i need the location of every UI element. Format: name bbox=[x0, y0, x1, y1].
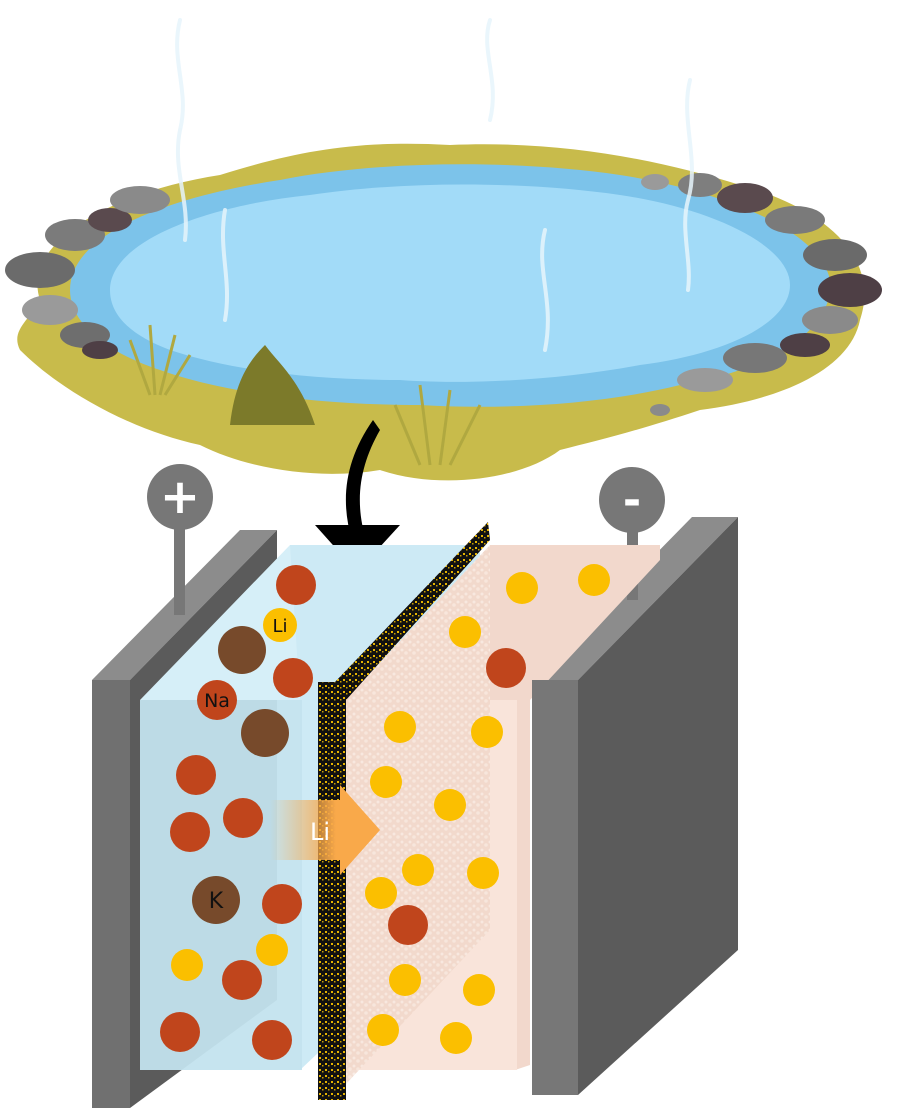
lithium-ion bbox=[463, 974, 495, 1006]
pond-rocks bbox=[5, 173, 882, 416]
potassium-ion bbox=[241, 709, 289, 757]
pond-plants bbox=[128, 324, 482, 466]
lithium-label: Li bbox=[272, 616, 287, 637]
sodium-ion bbox=[273, 658, 313, 698]
membrane bbox=[318, 522, 490, 1100]
sodium-ion bbox=[388, 905, 428, 945]
lithium-ion bbox=[370, 766, 402, 798]
lithium-ion bbox=[367, 1014, 399, 1046]
lithium-ion bbox=[389, 964, 421, 996]
lithium-ion bbox=[471, 716, 503, 748]
lithium-ion bbox=[440, 1022, 472, 1054]
potassium-ion bbox=[218, 626, 266, 674]
sodium-ion bbox=[223, 798, 263, 838]
lithium-ion bbox=[256, 934, 288, 966]
lithium-ion bbox=[365, 877, 397, 909]
steam-wisps bbox=[175, 18, 694, 352]
lithium-ion bbox=[434, 789, 466, 821]
sodium-ions bbox=[160, 565, 526, 1060]
sodium-ion bbox=[262, 884, 302, 924]
lithium-ion bbox=[384, 711, 416, 743]
lithium-transport-arrow: Li bbox=[270, 785, 380, 875]
lithium-ion bbox=[402, 854, 434, 886]
potassium-ions bbox=[192, 626, 289, 924]
negative-terminal-label: - bbox=[623, 475, 641, 526]
lithium-ion bbox=[506, 572, 538, 604]
hot-spring-pond bbox=[5, 18, 882, 481]
lithium-ion bbox=[578, 564, 610, 596]
sodium-ion bbox=[170, 812, 210, 852]
lithium-ion-labeled bbox=[263, 608, 297, 642]
potassium-label: K bbox=[209, 889, 224, 914]
positive-terminal-label: + bbox=[160, 469, 200, 525]
sodium-ion bbox=[160, 1012, 200, 1052]
positive-terminal: + bbox=[147, 464, 213, 615]
sodium-ion bbox=[252, 1020, 292, 1060]
sodium-ion bbox=[486, 648, 526, 688]
sodium-ion bbox=[176, 755, 216, 795]
lithium-transport-label: Li bbox=[310, 818, 330, 846]
sodium-ion bbox=[276, 565, 316, 605]
lithium-ion bbox=[449, 616, 481, 648]
sodium-ion-labeled bbox=[197, 680, 237, 720]
lithium-ion bbox=[467, 857, 499, 889]
sodium-ion bbox=[222, 960, 262, 1000]
negative-electrode-front bbox=[532, 680, 578, 1095]
sodium-label: Na bbox=[204, 690, 230, 712]
pond-water-inner bbox=[110, 184, 790, 382]
potassium-ion-labeled bbox=[192, 876, 240, 924]
lithium-ions bbox=[171, 564, 610, 1054]
lithium-ion bbox=[171, 949, 203, 981]
